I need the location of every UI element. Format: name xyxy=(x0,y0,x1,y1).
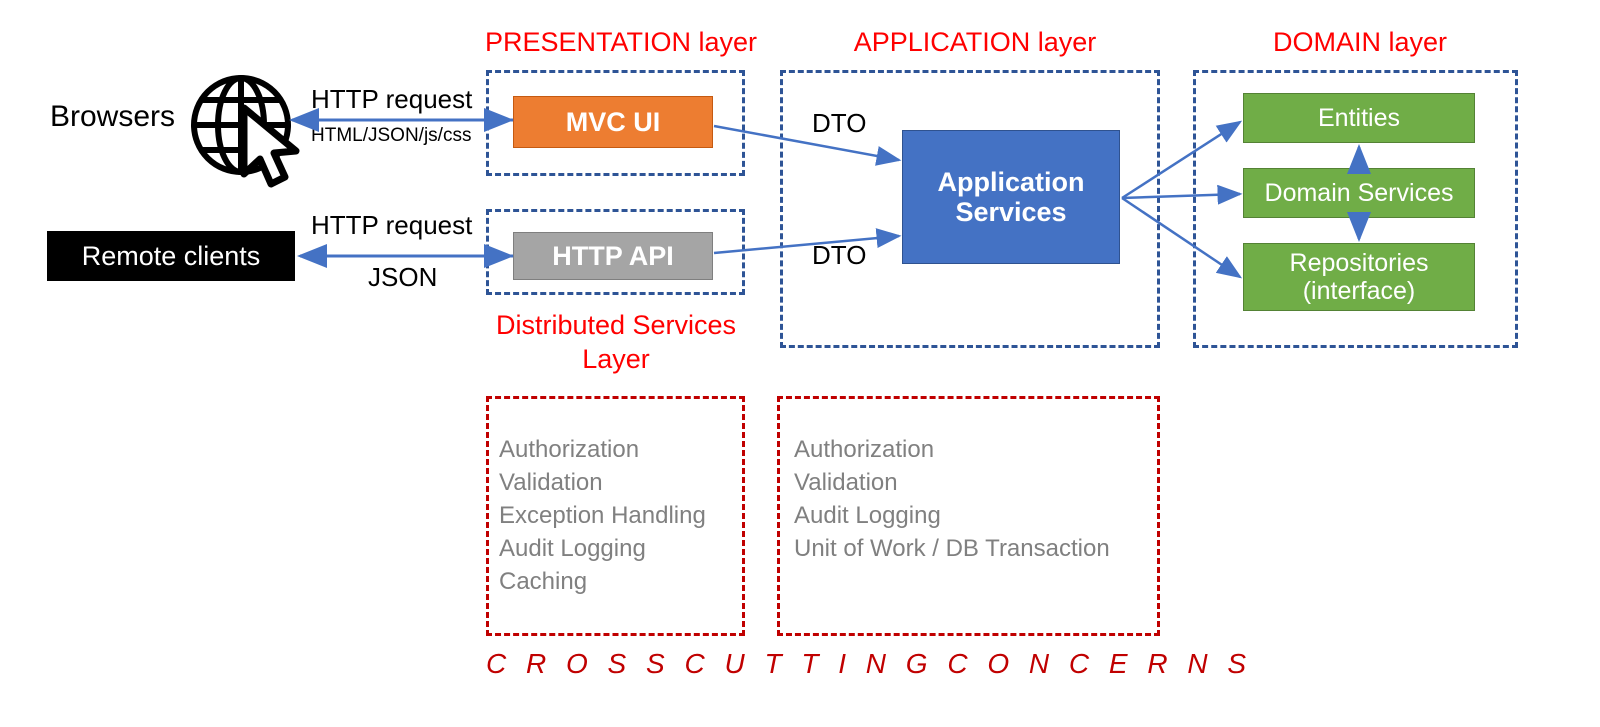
cross-cutting-concerns-footer: C R O S S C U T T I N G C O N C E R N S xyxy=(486,648,1253,679)
http-api-box: HTTP API xyxy=(513,232,713,280)
browsers-label: Browsers xyxy=(50,100,176,133)
application-services-line-2: Services xyxy=(955,197,1067,227)
concern-item: Authorization xyxy=(499,436,640,463)
repositories-line-2: (interface) xyxy=(1302,277,1416,305)
concern-item: Audit Logging xyxy=(794,502,941,529)
presentation-cross-cutting-box xyxy=(486,396,745,636)
entities-box: Entities xyxy=(1243,93,1475,143)
distributed-services-line-2: Layer xyxy=(582,344,650,374)
http-request-bottom-label: HTTP request xyxy=(311,210,473,240)
repositories-box: Repositories (interface) xyxy=(1243,243,1475,311)
concern-item: Validation xyxy=(794,469,898,496)
domain-layer-title: DOMAIN layer xyxy=(1272,27,1448,57)
cursor-arrow-icon xyxy=(236,104,306,190)
remote-clients-box: Remote clients xyxy=(47,231,295,281)
application-services-box: Application Services xyxy=(902,130,1120,264)
concern-item: Validation xyxy=(499,469,603,496)
presentation-concerns-list: Authorization Validation Exception Handl… xyxy=(499,433,739,598)
concern-item: Unit of Work / DB Transaction xyxy=(794,535,1110,562)
mvc-ui-box: MVC UI xyxy=(513,96,713,148)
presentation-layer-title: PRESENTATION layer xyxy=(485,27,758,57)
application-concerns-list: Authorization Validation Audit Logging U… xyxy=(794,433,1154,565)
application-services-line-1: Application xyxy=(937,166,1085,197)
response-top-label: HTML/JSON/js/css xyxy=(311,125,472,146)
domain-services-box: Domain Services xyxy=(1243,168,1475,218)
concern-item: Authorization xyxy=(794,436,935,463)
concern-item: Audit Logging xyxy=(499,535,646,562)
application-cross-cutting-box xyxy=(777,396,1160,636)
response-bottom-label: JSON xyxy=(368,262,438,292)
http-request-top-label: HTTP request xyxy=(311,84,473,114)
concern-item: Exception Handling xyxy=(499,502,706,529)
application-layer-title: APPLICATION layer xyxy=(853,27,1097,57)
distributed-services-layer-title: Distributed Services Layer xyxy=(486,308,746,376)
dto-bottom-label: DTO xyxy=(812,240,867,270)
concern-item: Caching xyxy=(499,568,588,595)
repositories-line-1: Repositories xyxy=(1289,249,1429,277)
dto-top-label: DTO xyxy=(812,108,867,138)
distributed-services-line-1: Distributed Services xyxy=(495,310,737,340)
